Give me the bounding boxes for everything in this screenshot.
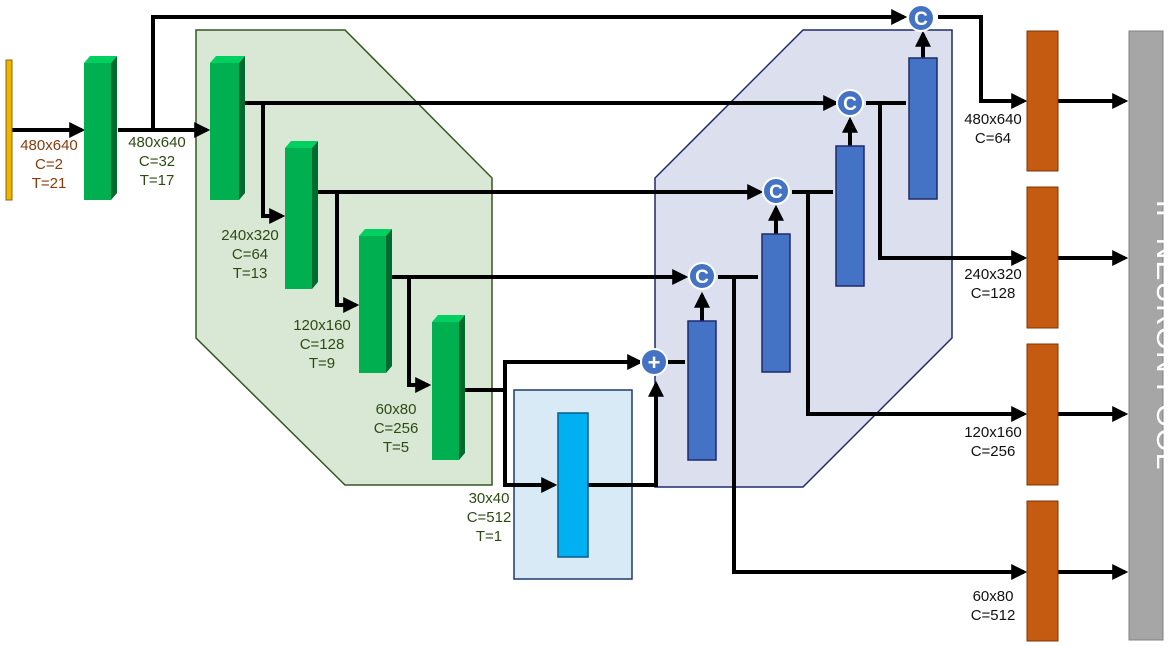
- svg-text:C=128: C=128: [971, 285, 1016, 302]
- encoder-block-2: [285, 141, 318, 289]
- decoder-block-0: [687, 320, 717, 461]
- encoder-label-1: 240x320 C=64 T=13: [221, 227, 279, 282]
- decoder-region: [654, 29, 953, 488]
- encoder-block-1: [210, 56, 245, 200]
- svg-text:T=5: T=5: [383, 439, 409, 456]
- output-label-1: 480x640 C=64: [964, 111, 1022, 147]
- svg-text:120x160: 120x160: [964, 424, 1022, 441]
- svg-text:C=128: C=128: [300, 336, 345, 353]
- concat-node-3: C: [836, 89, 864, 117]
- concat-node-top: C: [907, 4, 935, 32]
- svg-text:C=64: C=64: [975, 130, 1011, 147]
- svg-text:60x80: 60x80: [973, 588, 1014, 605]
- encoder-block-4: [432, 315, 465, 460]
- encoder-label-3: 60x80 C=256 T=5: [374, 401, 419, 456]
- connections: [12, 9, 1129, 580]
- decoder-block-2: [835, 145, 865, 287]
- svg-text:C=256: C=256: [971, 443, 1016, 460]
- svg-text:C=32: C=32: [139, 153, 175, 170]
- decoder-block-1: [761, 233, 791, 373]
- encoder-label-2: 120x160 C=128 T=9: [293, 317, 351, 372]
- encoder-region: [195, 29, 493, 486]
- encoder-label-0: 480x640 C=32 T=17: [128, 134, 186, 189]
- output-block-1: [1026, 30, 1059, 172]
- svg-text:T=1: T=1: [476, 528, 502, 545]
- svg-text:T=17: T=17: [140, 172, 175, 189]
- decoder-block-3: [908, 57, 938, 200]
- input-block: [5, 59, 13, 201]
- add-node: +: [640, 348, 668, 376]
- svg-text:30x40: 30x40: [469, 490, 510, 507]
- concat-node-1: C: [688, 262, 716, 290]
- svg-text:T=13: T=13: [233, 265, 268, 282]
- svg-text:C: C: [695, 267, 709, 288]
- input-label: 480x640 C=2 T=21: [20, 137, 78, 192]
- svg-text:C=256: C=256: [374, 420, 419, 437]
- svg-text:C=512: C=512: [467, 509, 512, 526]
- output-block-4: [1026, 500, 1059, 642]
- svg-text:120x160: 120x160: [293, 317, 351, 334]
- encoder-label-4: 30x40 C=512 T=1: [467, 490, 512, 545]
- output-block-3: [1026, 343, 1059, 486]
- svg-text:C=512: C=512: [971, 607, 1016, 624]
- output-label-4: 60x80 C=512: [971, 588, 1016, 624]
- output-block-2: [1026, 186, 1059, 329]
- svg-text:480x640: 480x640: [964, 111, 1022, 128]
- svg-text:C: C: [769, 182, 783, 203]
- svg-text:C: C: [843, 94, 857, 115]
- svg-text:IF NEURON POOL: IF NEURON POOL: [1150, 200, 1170, 471]
- svg-text:480x640: 480x640: [128, 134, 186, 151]
- svg-text:C=2: C=2: [35, 156, 63, 173]
- output-label-2: 240x320 C=128: [964, 266, 1022, 302]
- encoder-block-3: [359, 229, 392, 373]
- svg-text:240x320: 240x320: [221, 227, 279, 244]
- encoder-block-0: [84, 56, 117, 200]
- svg-text:C=64: C=64: [232, 246, 268, 263]
- if-neuron-pool: IF NEURON POOL: [1128, 30, 1170, 641]
- svg-text:T=21: T=21: [32, 175, 67, 192]
- svg-text:C: C: [914, 9, 928, 30]
- bottleneck-block: [557, 412, 589, 558]
- output-label-3: 120x160 C=256: [964, 424, 1022, 460]
- svg-text:60x80: 60x80: [376, 401, 417, 418]
- svg-text:480x640: 480x640: [20, 137, 78, 154]
- svg-text:240x320: 240x320: [964, 266, 1022, 283]
- concat-node-2: C: [762, 177, 790, 205]
- svg-text:+: +: [648, 350, 661, 375]
- svg-text:T=9: T=9: [309, 355, 335, 372]
